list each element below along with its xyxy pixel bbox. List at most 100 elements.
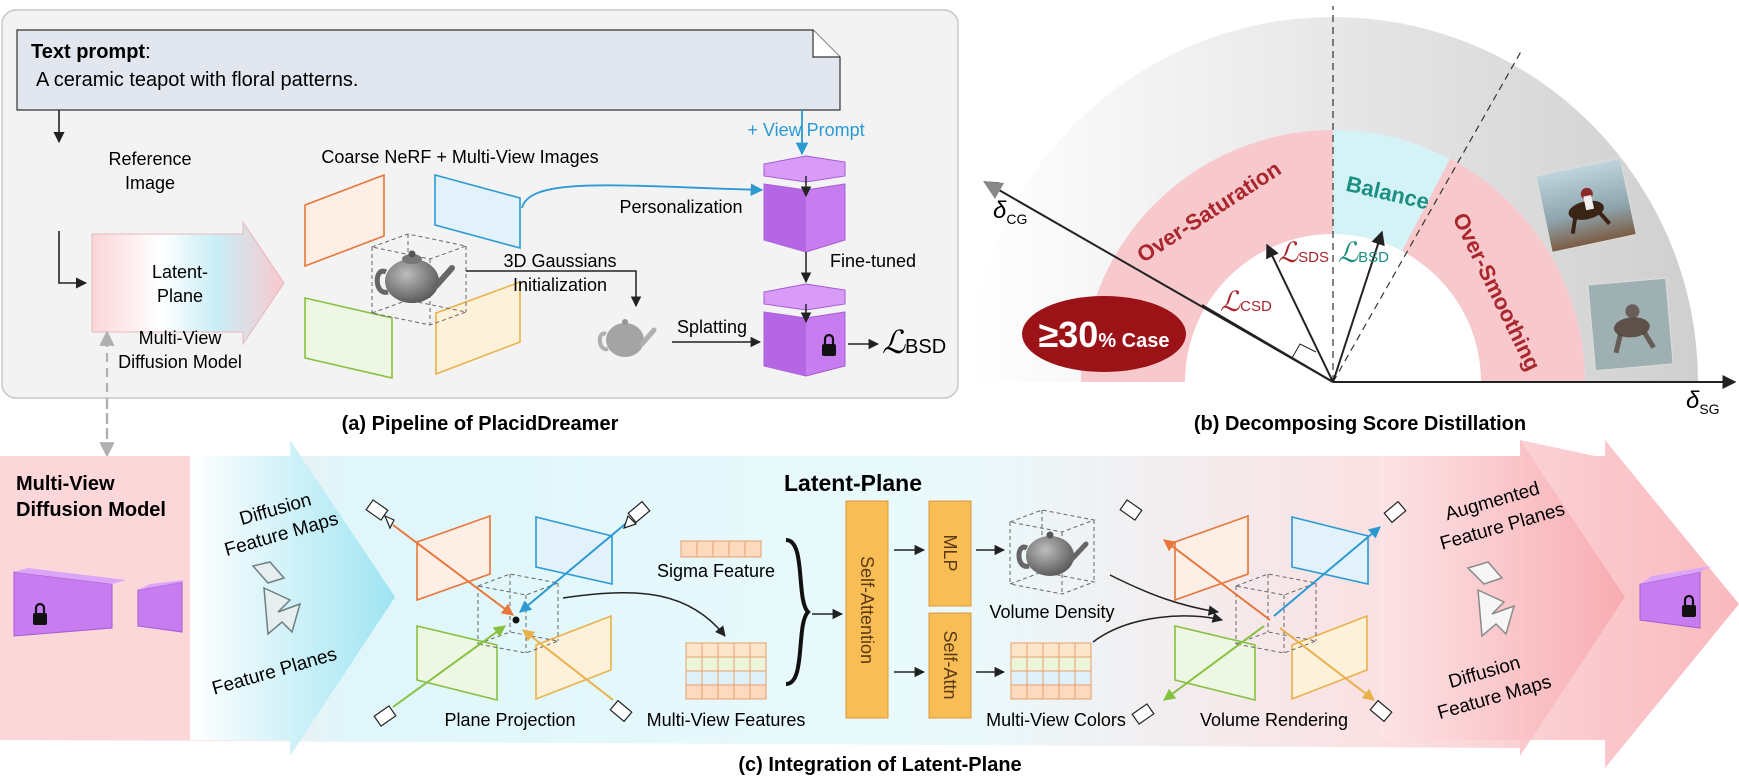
render-ray-yellow bbox=[1279, 627, 1375, 701]
sigma-feature-label: Sigma Feature bbox=[657, 561, 775, 581]
reference-image-label-2: Image bbox=[125, 173, 175, 193]
render-plane-blue bbox=[1291, 515, 1369, 585]
render-plane-orange bbox=[1174, 514, 1249, 602]
panel-c: Multi-View Diffusion Model Diffusion Fea… bbox=[0, 440, 1739, 776]
brace bbox=[785, 538, 811, 686]
panel-b-caption: (b) Decomposing Score Distillation bbox=[1194, 413, 1526, 435]
latent-plane-title: Latent-Plane bbox=[784, 470, 922, 496]
projection-plane-blue bbox=[535, 515, 613, 585]
panel-a: Text prompt: A ceramic teapot with flora… bbox=[1, 9, 959, 458]
render-ray-green bbox=[1163, 625, 1265, 701]
delta-cg-label: δCG bbox=[993, 197, 1027, 227]
projection-plane-green bbox=[416, 624, 498, 702]
loss-bsd-label: ℒBSD bbox=[1338, 237, 1389, 268]
reference-image-label-1: Reference bbox=[108, 149, 191, 169]
sharp-sample-image bbox=[1535, 157, 1637, 253]
density-teapot-icon bbox=[1016, 531, 1089, 576]
multi-view-features-label: Multi-View Features bbox=[647, 710, 806, 730]
self-attention-block bbox=[845, 500, 889, 719]
view-plane-orange bbox=[304, 173, 385, 268]
render-ray-blue bbox=[1273, 526, 1381, 617]
ray-green bbox=[392, 625, 506, 708]
sample-point bbox=[512, 616, 520, 624]
projection-plane-orange bbox=[416, 514, 491, 602]
teapot-icon bbox=[374, 250, 455, 303]
conversion-arrow-icon-right bbox=[1466, 561, 1516, 638]
plane-projection-label: Plane Projection bbox=[444, 710, 575, 730]
multi-view-colors-grid bbox=[1010, 642, 1092, 700]
colors-to-render-arrow bbox=[1092, 612, 1224, 643]
self-attn-label: Self-Attn bbox=[940, 630, 960, 699]
ray-yellow bbox=[522, 629, 614, 701]
latent-plane-label-2: Plane bbox=[157, 286, 203, 306]
render-ray-orange bbox=[1163, 539, 1271, 621]
self-attn-block bbox=[928, 612, 972, 719]
sigma-feature-grid bbox=[680, 540, 762, 558]
panel-b: δCG δSG ℒSDS ℒBSD ℒCSD Over-Saturation B… bbox=[968, 6, 1737, 435]
volume-rendering-label: Volume Rendering bbox=[1200, 710, 1348, 730]
personalization-arrow bbox=[521, 183, 764, 209]
fine-tuned-label: Fine-tuned bbox=[830, 251, 916, 271]
panel-a-caption: (a) Pipeline of PlacidDreamer bbox=[342, 413, 619, 435]
mvdm-label-1: Multi-View bbox=[139, 328, 223, 348]
diagonal-dashed-line bbox=[1332, 47, 1524, 383]
view-prompt-label: + View Prompt bbox=[747, 120, 864, 140]
case-badge-label: ≥30% Case bbox=[1039, 314, 1170, 355]
view-plane-yellow bbox=[435, 280, 521, 376]
reference-arrow bbox=[58, 231, 88, 289]
cg-axis-head bbox=[983, 181, 1004, 199]
render-camera-icons bbox=[1119, 499, 1407, 725]
lock-icon bbox=[822, 333, 836, 356]
balance-band bbox=[1333, 130, 1450, 251]
pink-arrow bbox=[1380, 440, 1625, 756]
mlp-block bbox=[928, 500, 972, 607]
pink-band bbox=[1081, 130, 1585, 382]
text-prompt-note bbox=[16, 29, 841, 111]
frozen-encoder-icon bbox=[13, 568, 126, 637]
loss-bsd-symbol: ℒBSD bbox=[882, 324, 946, 360]
mlp-label: MLP bbox=[940, 534, 960, 571]
loss-sds-label: ℒSDS bbox=[1278, 237, 1329, 268]
loss-csd-label: ℒCSD bbox=[1220, 286, 1272, 317]
blurry-sample-image bbox=[1587, 277, 1674, 372]
case-badge bbox=[1022, 296, 1186, 372]
text-prompt-content: A ceramic teapot with floral patterns. bbox=[36, 69, 358, 91]
mvdm-c-label-1: Multi-View bbox=[16, 473, 115, 495]
density-to-render-arrow bbox=[1109, 574, 1220, 616]
gaussian-teapot-icon bbox=[597, 319, 657, 357]
render-plane-yellow bbox=[1291, 614, 1368, 701]
fine-tuned-model-icon bbox=[763, 155, 846, 253]
projection-plane-yellow bbox=[535, 614, 612, 701]
trainable-adapter-icon bbox=[137, 580, 184, 633]
panel-c-caption: (c) Integration of Latent-Plane bbox=[738, 754, 1021, 776]
text-prompt-heading: Text prompt: bbox=[31, 41, 151, 63]
self-attention-label: Self-Attention bbox=[857, 556, 877, 664]
gaussians-arrow bbox=[466, 270, 642, 308]
render-cube bbox=[1234, 573, 1318, 654]
cyan-arrow bbox=[190, 440, 395, 756]
multi-view-colors-label: Multi-View Colors bbox=[986, 710, 1126, 730]
latent-plane-label-1: Latent- bbox=[152, 262, 208, 282]
splatting-label: Splatting bbox=[677, 317, 747, 337]
frozen-model-icon bbox=[763, 283, 846, 377]
coarse-nerf-label: Coarse NeRF + Multi-View Images bbox=[321, 147, 598, 167]
sds-vector bbox=[1266, 243, 1334, 383]
gaussians-label-2: Initialization bbox=[513, 275, 607, 295]
volume-density-label: Volume Density bbox=[989, 602, 1114, 622]
delta-sg-label: δSG bbox=[1686, 387, 1720, 417]
mvdm-c-label-2: Diffusion Model bbox=[16, 499, 166, 521]
outer-arc bbox=[968, 17, 1698, 382]
mvdm-label-2: Diffusion Model bbox=[118, 352, 242, 372]
view-plane-green bbox=[304, 296, 393, 380]
bsd-vector bbox=[1332, 230, 1385, 383]
personalization-label: Personalization bbox=[619, 197, 742, 217]
gaussians-label-1: 3D Gaussians bbox=[503, 251, 616, 271]
ray-orange bbox=[392, 524, 514, 616]
frozen-decoder-icon bbox=[1639, 566, 1712, 629]
projection-to-features-arrow bbox=[562, 591, 726, 637]
ray-blue bbox=[519, 519, 631, 613]
camera-icons bbox=[365, 499, 651, 727]
multi-view-features-grid bbox=[685, 642, 767, 700]
